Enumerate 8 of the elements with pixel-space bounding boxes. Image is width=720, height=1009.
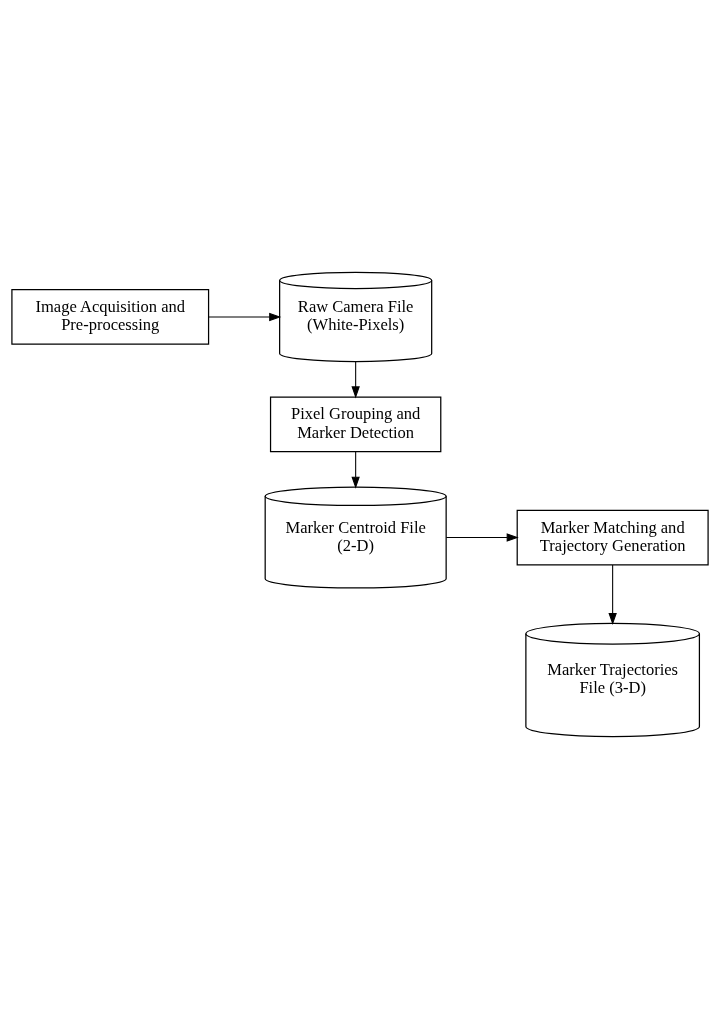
arrow bbox=[608, 564, 617, 626]
node-box: Image Acquisition and Pre-processing bbox=[11, 289, 210, 345]
arrow bbox=[445, 533, 519, 542]
arrow bbox=[208, 312, 282, 322]
arrow bbox=[351, 451, 360, 489]
node-box: Marker Matching and Trajectory Generation bbox=[516, 509, 709, 566]
arrow bbox=[351, 361, 360, 399]
node-box: Pixel Grouping and Marker Detection bbox=[269, 396, 442, 453]
